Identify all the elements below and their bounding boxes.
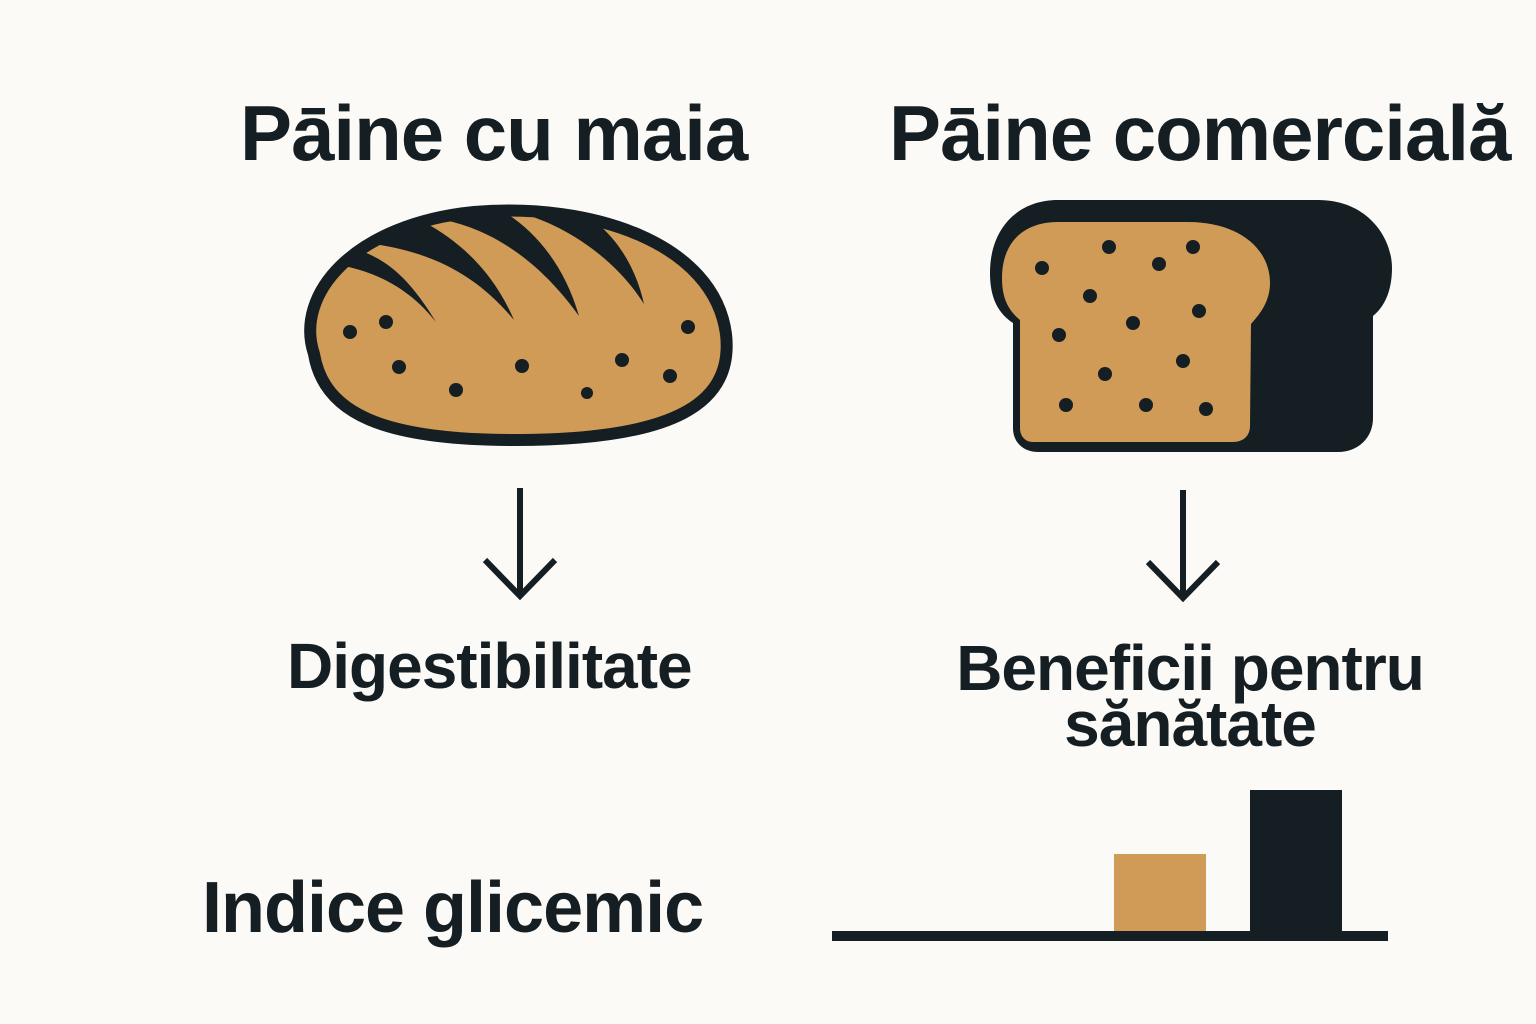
health-benefits-line2: sănătate (1064, 688, 1317, 760)
sourdough-title: Pāine cu maia (240, 89, 748, 177)
commercial-bread-title: Pāine comercială (889, 89, 1511, 177)
arrow-down-icon (1143, 490, 1223, 605)
bread-slice-loaf-icon (988, 198, 1394, 454)
sourdough-loaf-icon (294, 204, 734, 448)
health-benefits-line1: Beneficii pentru (956, 632, 1425, 704)
bar-commercial (1250, 790, 1342, 932)
health-benefits-label: Beneficii pentru sănătate (940, 636, 1440, 756)
glycemic-bar-chart (832, 790, 1388, 942)
bar-sourdough (1114, 854, 1206, 932)
glycemic-index-label: Indice glicemic (202, 868, 704, 948)
digestibility-label: Digestibilitate (287, 630, 693, 702)
chart-baseline (832, 931, 1388, 941)
arrow-down-icon (480, 488, 560, 603)
